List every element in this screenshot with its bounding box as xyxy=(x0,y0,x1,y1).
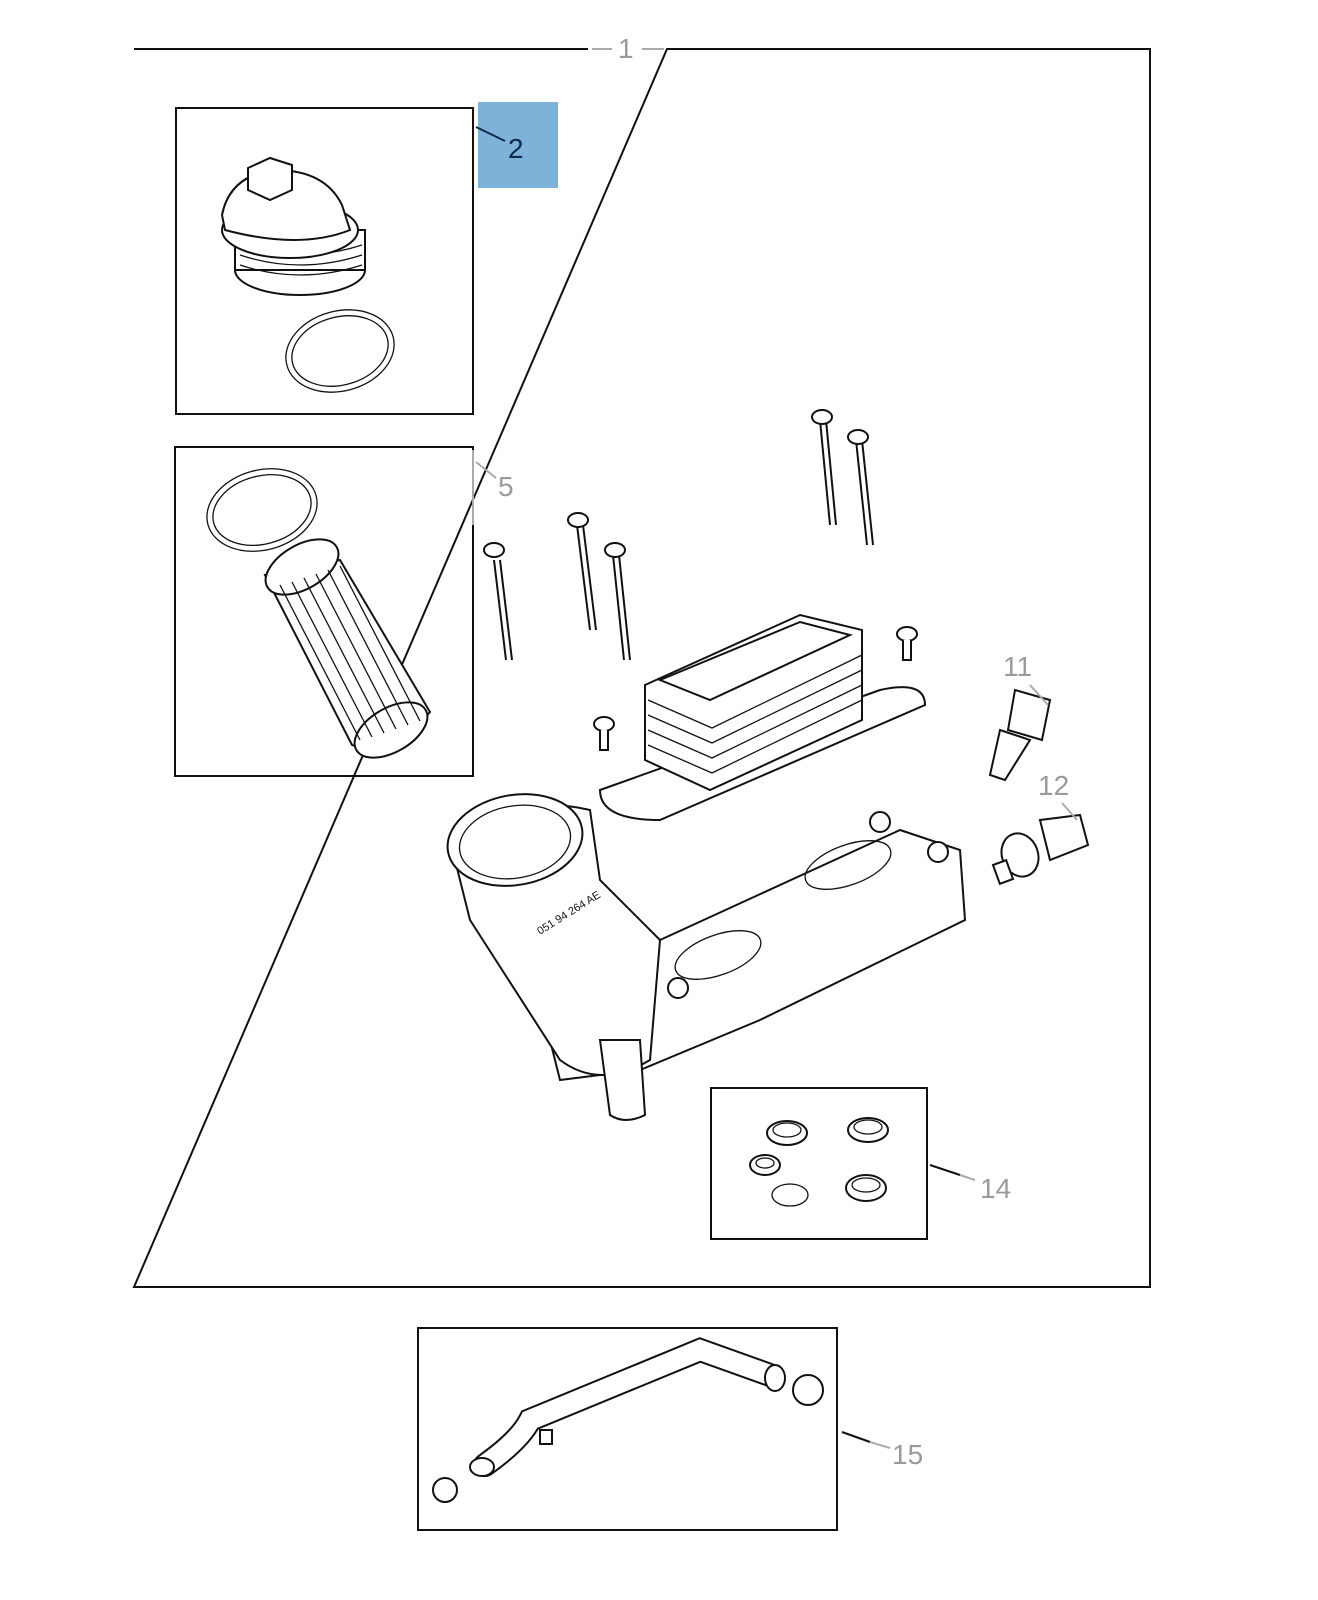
bolts xyxy=(483,409,918,751)
seal-kit-box xyxy=(710,1087,976,1240)
callout-1[interactable]: 1 xyxy=(618,33,634,64)
assembly-frame xyxy=(132,48,1151,1288)
hose-box xyxy=(417,1327,891,1531)
callout-2-highlight[interactable] xyxy=(478,102,558,188)
oil-filter-housing: 051 94 264 AE xyxy=(446,793,967,1121)
oil-filter-element-box xyxy=(174,446,474,777)
oil-cooler xyxy=(598,613,927,822)
callout-14[interactable]: 14 xyxy=(980,1173,1011,1204)
callout-2[interactable]: 2 xyxy=(508,133,524,164)
callout-11[interactable]: 11 xyxy=(1003,651,1032,682)
leader-2 xyxy=(475,126,506,142)
sensor-11 xyxy=(988,684,1052,782)
oil-filter-cap-box xyxy=(175,107,474,415)
callout-12[interactable]: 12 xyxy=(1038,770,1069,801)
callout-15[interactable]: 15 xyxy=(892,1439,923,1470)
callout-5[interactable]: 5 xyxy=(498,471,514,502)
sensor-12 xyxy=(991,802,1090,886)
